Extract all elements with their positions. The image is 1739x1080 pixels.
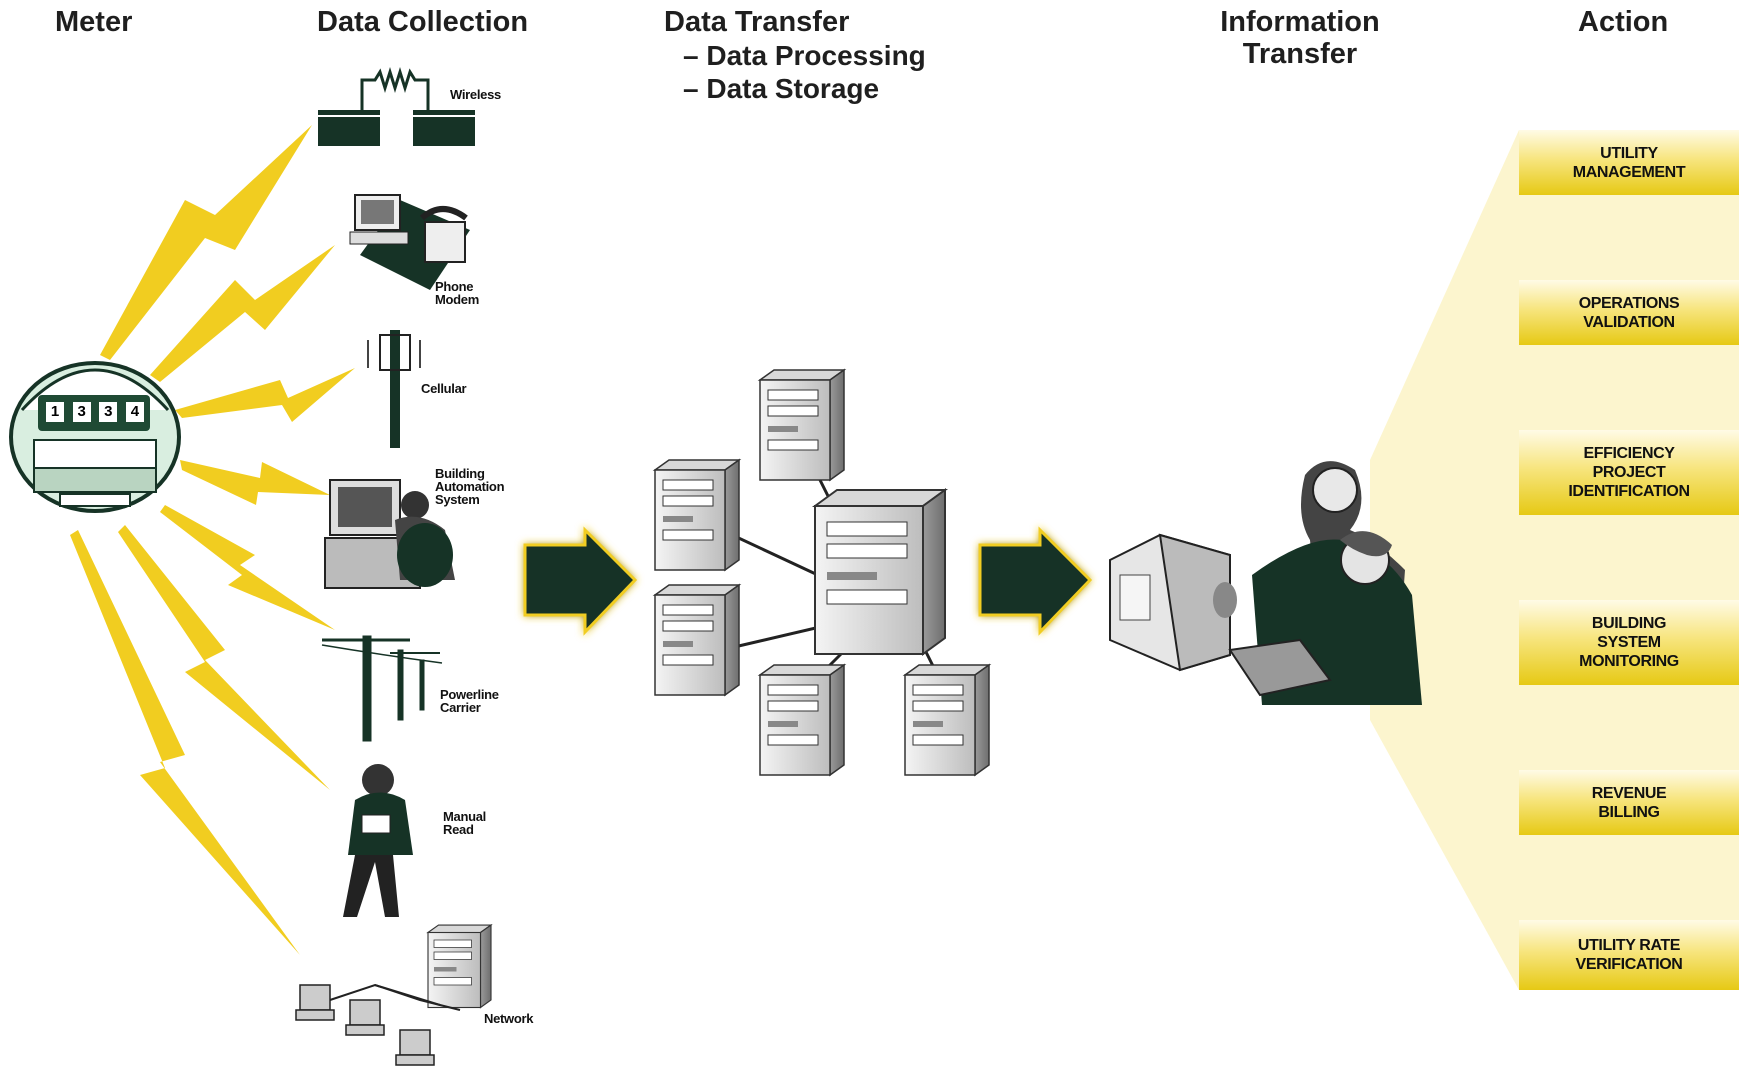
meter-digit: 4 <box>125 402 144 422</box>
label-cellular: Cellular <box>421 381 467 396</box>
action-fan <box>1370 130 1739 990</box>
phone-modem-icon <box>349 194 470 290</box>
meter-digit: 3 <box>99 402 118 422</box>
label-line: Manual <box>443 809 486 824</box>
arrow-to-information <box>978 526 1093 636</box>
label-manual-read: Manual Read <box>443 810 486 836</box>
label-line: Automation <box>435 479 505 494</box>
label-line: Powerline <box>440 687 499 702</box>
server-network <box>654 369 990 776</box>
action-line: PROJECT <box>1592 464 1666 481</box>
wireless-icon <box>318 66 475 146</box>
action-line: SYSTEM <box>1597 634 1661 651</box>
header-information-transfer-line2: Transfer <box>1242 38 1358 70</box>
action-line: BILLING <box>1598 803 1660 821</box>
action-building-system-monitoring: BUILDING SYSTEM MONITORING <box>1519 600 1739 685</box>
meter-digit: 3 <box>72 402 91 422</box>
arrow-to-transfer <box>523 526 638 636</box>
label-line: Read <box>443 822 474 837</box>
action-line: OPERATIONS <box>1578 294 1680 312</box>
meter-icon <box>9 361 181 513</box>
action-line: BUILDING <box>1591 615 1667 632</box>
network-icon <box>295 924 492 1066</box>
label-line: Phone <box>435 279 474 294</box>
label-powerline-carrier: Powerline Carrier <box>440 688 499 714</box>
label-wireless: Wireless <box>450 87 501 102</box>
main-server <box>811 488 949 656</box>
manual-read-icon <box>343 764 413 917</box>
header-information-transfer: Information Transfer <box>1205 6 1395 70</box>
meter-digits: 1 3 3 4 <box>46 402 144 422</box>
action-line: REVENUE <box>1591 784 1667 802</box>
label-line: Modem <box>435 292 480 307</box>
header-data-collection: Data Collection <box>317 6 529 38</box>
label-phone-modem: Phone Modem <box>435 280 479 306</box>
building-automation-icon <box>324 479 455 589</box>
action-line: UTILITY <box>1600 144 1658 162</box>
header-meter: Meter <box>55 6 133 38</box>
lightning-bolts <box>70 125 355 955</box>
action-line: EFFICIENCY <box>1583 445 1675 462</box>
action-line: VERIFICATION <box>1575 956 1683 973</box>
header-data-processing: – Data Processing <box>683 40 926 71</box>
cellular-icon <box>367 330 421 448</box>
action-line: IDENTIFICATION <box>1568 483 1690 500</box>
header-action: Action <box>1578 6 1669 38</box>
label-line: Building <box>435 466 485 481</box>
header-data-storage: – Data Storage <box>683 73 880 104</box>
meter-digit: 1 <box>46 402 64 422</box>
action-efficiency-project-identification: EFFICIENCY PROJECT IDENTIFICATION <box>1519 430 1739 515</box>
label-building-automation: Building Automation System <box>435 466 505 507</box>
action-line: MANAGEMENT <box>1572 163 1686 181</box>
header-information-transfer-line1: Information <box>1220 6 1380 38</box>
label-line: Carrier <box>440 700 481 715</box>
action-line: MONITORING <box>1579 653 1679 670</box>
people-at-computer-icon <box>1109 461 1422 705</box>
powerline-carrier-icon <box>321 635 443 742</box>
action-line: VALIDATION <box>1583 313 1675 331</box>
action-utility-rate-verification: UTILITY RATE VERIFICATION <box>1519 920 1739 990</box>
action-line: UTILITY RATE <box>1577 937 1681 954</box>
header-data-transfer: Data Transfer <box>664 6 850 38</box>
label-network: Network <box>484 1011 534 1026</box>
label-line: System <box>435 492 480 507</box>
